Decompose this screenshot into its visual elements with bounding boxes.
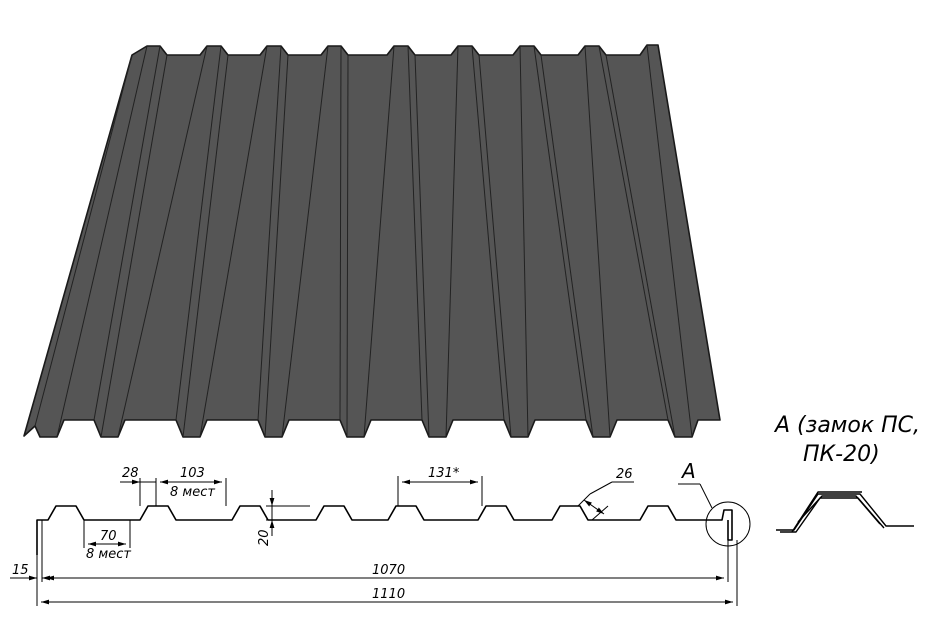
detail-title-line2: ПК-20) [803, 442, 880, 467]
dim-label-1110: 1110 [372, 587, 405, 602]
detail-lock-profile [776, 491, 914, 533]
dim-label-26: 26 [616, 467, 633, 482]
dim-label-1070: 1070 [372, 563, 405, 578]
dim-label-103: 103 [180, 466, 205, 481]
sheet-3d-view [23, 44, 721, 438]
dim-label-70: 70 [100, 529, 117, 544]
detail-a: А (замок ПС, ПК-20) [773, 413, 920, 533]
dim-rib-top: 28 [120, 466, 157, 506]
dim-pitch: 131* [397, 466, 483, 506]
dim-label-15: 15 [12, 563, 29, 578]
dim-height: 20 [257, 490, 310, 546]
profile-cross-section [36, 505, 738, 606]
dim-pitch-top: 103 8 мест [155, 466, 227, 506]
dim-label-20: 20 [257, 529, 272, 546]
sheet-rib-lines [34, 44, 693, 438]
sheet-body [23, 44, 721, 438]
dim-slope: 26 [577, 467, 634, 521]
dim-useful-width: 1070 [46, 563, 724, 581]
dim-rib-bottom: 70 8 мест [83, 520, 131, 562]
callout-a: A [678, 459, 751, 547]
profile-line [36, 505, 733, 555]
callout-a-label: A [680, 459, 696, 483]
dim-label-103-count: 8 мест [170, 485, 215, 500]
detail-title-line1: А (замок ПС, [773, 413, 920, 438]
dim-label-70-count: 8 мест [86, 547, 131, 562]
dim-label-28: 28 [122, 466, 139, 481]
dim-edge: 15 [10, 563, 60, 581]
dim-full-width: 1110 [41, 587, 733, 605]
dim-label-131: 131* [428, 466, 460, 481]
